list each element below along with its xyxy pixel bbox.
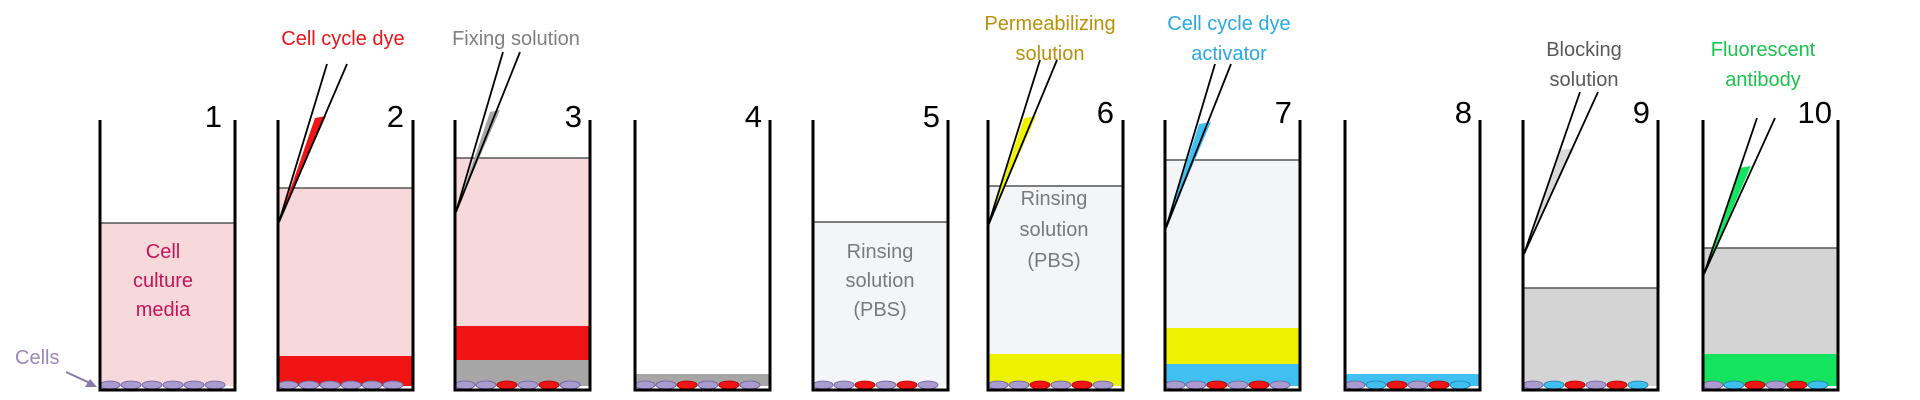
rinsing-solution-fill: [988, 186, 1123, 354]
well-number: 4: [745, 99, 762, 134]
well-number: 3: [565, 99, 582, 134]
pipette-tip-lightgray: [1523, 91, 1599, 255]
dye-layer: [455, 326, 590, 360]
cells-annotation: Cells: [15, 347, 97, 387]
well-number: 8: [1455, 95, 1472, 130]
blocking-solution-fill: [1523, 288, 1658, 386]
well-number: 2: [387, 99, 404, 134]
well-5: 5 Rinsing solution (PBS): [811, 99, 950, 392]
rinsing-solution-fill: [813, 222, 948, 386]
well-wall: [98, 120, 237, 392]
well-number: 10: [1798, 95, 1832, 130]
well-3: 3 Fixing solution: [452, 28, 592, 392]
pipette-tip-yellow: [987, 59, 1058, 227]
cell-layer: [1344, 380, 1471, 390]
cell-layer: [277, 380, 404, 390]
well-number: 6: [1097, 95, 1114, 130]
pipette-tip-gray: [455, 51, 521, 213]
media-label-line-3: media: [136, 299, 191, 321]
blocking-label-line-1: Blocking: [1546, 39, 1622, 61]
cells-arrow-head: [85, 379, 97, 387]
permeabilizing-layer: [988, 354, 1123, 386]
media-fill: [455, 158, 590, 326]
well-number: 9: [1633, 95, 1650, 130]
rinsing-label-line-1: Rinsing: [1021, 188, 1088, 210]
activator-label-line-2: activator: [1191, 43, 1267, 65]
cell-layer: [99, 380, 226, 390]
media-label-line-1: Cell: [146, 241, 180, 263]
cells-label: Cells: [15, 347, 59, 369]
well-wall: [1701, 120, 1840, 392]
cell-culture-media-fill: [100, 223, 235, 386]
media-label-line-2: culture: [133, 270, 193, 292]
well-wall: [1163, 120, 1302, 392]
rinsing-label-line-2: solution: [846, 270, 915, 292]
rinsing-label-line-3: (PBS): [853, 299, 906, 321]
activator-label-line-1: Cell cycle dye: [1167, 13, 1290, 35]
rinsing-label-line-3: (PBS): [1027, 250, 1080, 272]
well-wall: [276, 120, 415, 392]
well-1: 1 Cell culture media: [98, 99, 237, 392]
well-9: 9 Blocking solution: [1521, 39, 1660, 392]
pipette-tip-green: [1703, 117, 1776, 275]
well-wall: [811, 120, 950, 392]
permeabilizing-label-line-2: solution: [1016, 43, 1085, 65]
pipette-tip-blue: [1165, 63, 1232, 229]
cell-cycle-dye-label: Cell cycle dye: [281, 28, 404, 50]
rinsing-solution-fill: [1165, 160, 1300, 328]
rinsing-label-line-2: solution: [1020, 219, 1089, 241]
permeabilizing-label-line-1: Permeabilizing: [984, 13, 1115, 35]
pipette-tip-red: [278, 63, 348, 223]
well-wall: [1343, 120, 1482, 392]
activator-blue-layer: [1165, 364, 1300, 386]
media-fill: [278, 188, 413, 356]
well-4: 4: [633, 99, 772, 392]
cell-layer: [454, 380, 581, 390]
well-2: 2 Cell cycle dye: [276, 28, 415, 392]
well-wall: [453, 120, 592, 392]
well-6: 6 Rinsing solution (PBS) Permeabilizing …: [984, 13, 1125, 392]
cell-layer: [1164, 380, 1291, 390]
antibody-label-line-1: Fluorescent: [1711, 39, 1816, 61]
well-number: 5: [923, 99, 940, 134]
well-number: 1: [205, 99, 222, 134]
cells-arrow-line: [65, 371, 93, 385]
fluorescent-antibody-layer: [1703, 354, 1838, 386]
antibody-label-line-2: antibody: [1725, 69, 1801, 91]
fixing-solution-label: Fixing solution: [452, 28, 580, 50]
blocking-label-line-2: solution: [1550, 69, 1619, 91]
activator-yellow-layer: [1165, 328, 1300, 364]
well-7: 7 Cell cycle dye activator: [1163, 13, 1302, 392]
blocking-solution-fill: [1703, 248, 1838, 354]
cell-layer: [1702, 380, 1829, 390]
well-number: 7: [1275, 95, 1292, 130]
well-wall: [1521, 120, 1660, 392]
well-8: 8: [1343, 95, 1482, 392]
cell-layer: [812, 380, 939, 390]
rinsing-label-line-1: Rinsing: [847, 241, 914, 263]
well-wall: [633, 120, 772, 392]
well-10: 10 Fluorescent antibody: [1701, 39, 1840, 392]
well-wall: [986, 120, 1125, 392]
